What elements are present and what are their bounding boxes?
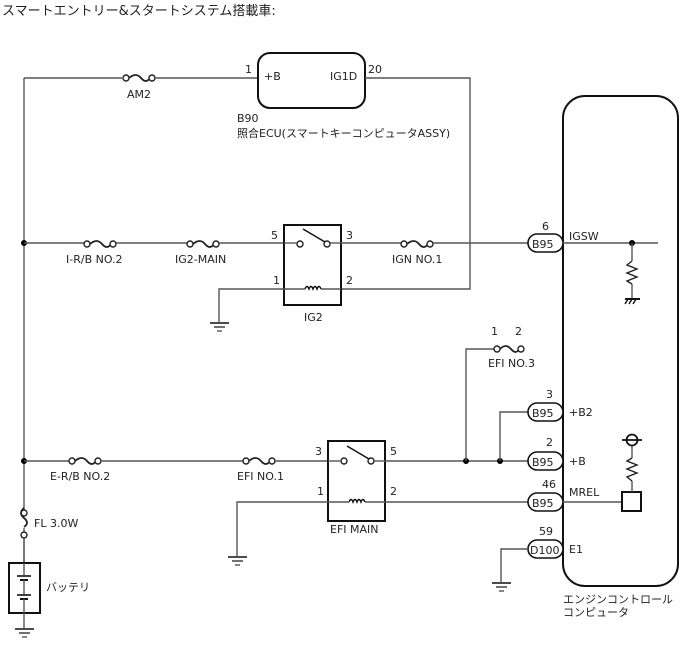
wire xyxy=(218,288,284,322)
ecu-b90-code: B90 xyxy=(237,112,259,125)
fuse-erb-no2-label: E-R/B NO.2 xyxy=(50,470,110,483)
wire xyxy=(500,548,528,582)
connector-pin: 46 xyxy=(542,478,556,491)
connector-signal: E1 xyxy=(569,543,583,556)
relay-efi-pin1: 1 xyxy=(317,485,324,498)
relay-ig2-switch-arm xyxy=(302,228,326,243)
battery-label: バッテリ xyxy=(46,581,90,594)
fuse-ign-no1 xyxy=(400,240,434,248)
ground-icon xyxy=(492,582,511,592)
ecu-b90-pin-right: 20 xyxy=(368,63,382,76)
connector-code: B95 xyxy=(532,456,554,469)
relay-ig2-contact xyxy=(296,240,304,248)
relay-efi-switch-arm xyxy=(346,445,370,460)
connector-b95-b2 xyxy=(527,402,564,422)
engine-ecu-name-line2: コンピュータ xyxy=(563,606,629,619)
battery-icon xyxy=(17,563,31,613)
engine-ecu-name-line1: エンジンコントロール xyxy=(563,593,673,606)
fuse-erb-no2 xyxy=(68,457,102,465)
resistor-icon xyxy=(625,260,639,285)
ecu-b90-pin-left: 1 xyxy=(245,63,252,76)
fuse-ig2-main xyxy=(186,240,220,248)
fuse-efi-no1 xyxy=(242,457,276,465)
ecu-b90-box xyxy=(257,52,366,109)
fuse-efi-no3-pin2: 2 xyxy=(515,325,522,338)
relay-ig2-pin5: 5 xyxy=(271,229,278,242)
relay-ig2-pin1: 1 xyxy=(273,274,280,287)
relay-efi-pin3: 3 xyxy=(315,445,322,458)
relay-efi-main-label: EFI MAIN xyxy=(330,523,379,536)
resistor-icon xyxy=(625,457,639,482)
ground-icon xyxy=(228,556,247,566)
chassis-ground-icon xyxy=(624,298,640,305)
relay-ig2-contact xyxy=(323,240,331,248)
relay-ig2-pin2: 2 xyxy=(346,274,353,287)
connector-signal: +B xyxy=(569,455,586,468)
relay-efi-pin5: 5 xyxy=(390,445,397,458)
ecu-b90-name: 照合ECU(スマートキーコンピュータASSY) xyxy=(237,126,450,140)
fuse-ig2-main-label: IG2-MAIN xyxy=(175,253,226,266)
connector-pin: 3 xyxy=(546,388,553,401)
wire xyxy=(499,411,528,461)
diagram-title: スマートエントリー&スタートシステム搭載車: xyxy=(2,3,276,19)
ig1d-wire xyxy=(330,77,471,290)
fuse-fl xyxy=(20,507,28,539)
connector-pin: 59 xyxy=(539,525,553,538)
ecu-b90-pin-left-label: +B xyxy=(264,70,281,83)
connector-code: D100 xyxy=(530,544,559,557)
fuse-fl-label: FL 3.0W xyxy=(34,517,78,530)
wire xyxy=(465,348,495,461)
connector-code: B95 xyxy=(532,497,554,510)
fuse-efi-no3-pin1: 1 xyxy=(491,325,498,338)
fuse-efi-no1-label: EFI NO.1 xyxy=(237,470,284,483)
connector-code: B95 xyxy=(532,238,554,251)
ground-icon xyxy=(15,628,34,638)
connector-pin: 2 xyxy=(546,436,553,449)
fuse-ign-no1-label: IGN NO.1 xyxy=(392,253,442,266)
fuse-am2-label: AM2 xyxy=(127,88,151,101)
engine-ecu-box xyxy=(562,95,679,587)
fuse-irb-no2 xyxy=(83,240,117,248)
connector-b95-b xyxy=(527,451,564,471)
connector-signal: +B2 xyxy=(569,406,593,419)
connector-signal: MREL xyxy=(569,486,600,499)
relay-ig2-coil-icon xyxy=(304,285,322,292)
relay-ig2-box xyxy=(283,224,342,306)
ground-icon xyxy=(210,322,229,332)
transistor-block-icon xyxy=(621,491,642,512)
relay-efi-coil-icon xyxy=(348,498,366,505)
relay-efi-main-box xyxy=(327,440,386,522)
connector-signal: IGSW xyxy=(569,230,599,243)
relay-ig2-label: IG2 xyxy=(304,311,323,324)
fuse-am2 xyxy=(122,74,156,82)
power-source-icon xyxy=(622,433,642,447)
connector-code: B95 xyxy=(532,407,554,420)
fuse-irb-no2-label: I-R/B NO.2 xyxy=(66,253,123,266)
ecu-b90-pin-right-label: IG1D xyxy=(330,70,357,83)
connector-pin: 6 xyxy=(542,220,549,233)
fuse-efi-no3 xyxy=(493,345,525,353)
relay-efi-pin2: 2 xyxy=(390,485,397,498)
relay-ig2-pin3: 3 xyxy=(346,229,353,242)
relay-efi-contact xyxy=(340,457,348,465)
fuse-efi-no3-label: EFI NO.3 xyxy=(488,357,535,370)
wire xyxy=(236,501,328,556)
